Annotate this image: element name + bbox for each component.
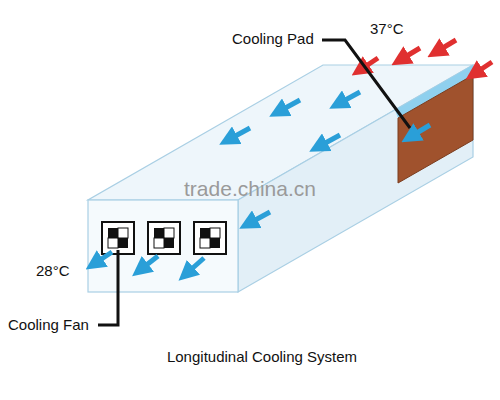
- part-label: Cooling Pad: [232, 30, 314, 48]
- caption: Longitudinal Cooling System: [167, 348, 357, 366]
- leader-line: [98, 250, 118, 325]
- fans: [102, 222, 226, 254]
- temperature-label: 37°C: [370, 20, 404, 38]
- watermark: trade.china.cn: [184, 176, 316, 201]
- airflow-arrows: [94, 92, 430, 274]
- leader-line: [322, 40, 410, 128]
- temperature-label: 28°C: [36, 262, 70, 280]
- hot-air-arrows: [360, 40, 492, 74]
- cooling-pad: [398, 75, 473, 183]
- front-wall: [88, 200, 238, 292]
- part-label: Cooling Fan: [8, 316, 89, 334]
